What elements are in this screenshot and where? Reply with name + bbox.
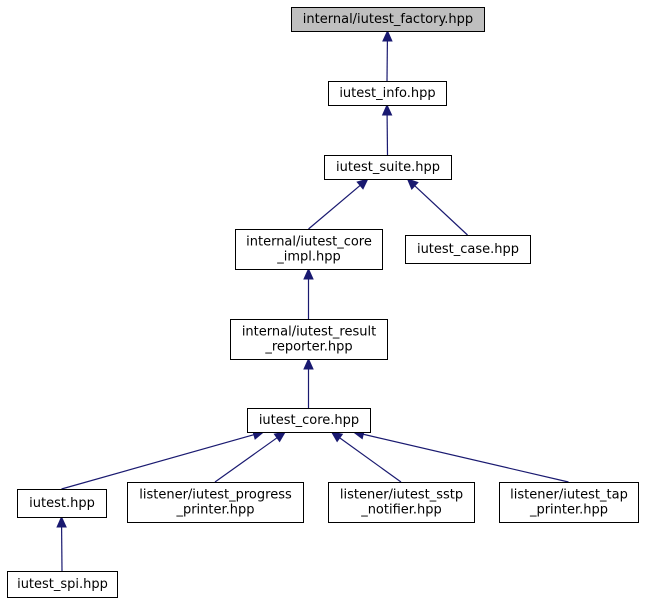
node-label: iutest_info.hpp [339, 86, 435, 101]
edge-result_reporter-to-core_impl [303, 267, 314, 319]
arrow-head-icon [406, 178, 419, 191]
edge-suite-to-info [381, 103, 393, 156]
node-label: listener/iutest_sstp [340, 488, 463, 503]
arrow-head-icon [356, 178, 369, 190]
node-box [127, 482, 304, 523]
edge-progress_printer-to-core [214, 431, 287, 483]
node-result-reporter[interactable]: internal/iutest_result_reporter.hpp [230, 319, 388, 360]
node-progress-printer[interactable]: listener/iutest_progress_printer.hpp [127, 482, 304, 523]
node-label: iutest_core.hpp [259, 413, 359, 428]
edge-core_impl-to-suite [308, 178, 369, 230]
node-box [328, 482, 475, 523]
edge-line [339, 437, 402, 483]
edge-line [308, 184, 361, 230]
node-sstp-notifier[interactable]: listener/iutest_sstp_notifier.hpp [328, 482, 475, 523]
edge-spi-to-iutest [56, 515, 67, 572]
node-label: iutest_case.hpp [417, 242, 519, 257]
node-box [328, 81, 447, 106]
node-label: iutest.hpp [29, 496, 95, 511]
node-box [291, 7, 485, 32]
node-spi[interactable]: iutest_spi.hpp [7, 571, 118, 598]
edge-case-to-suite [406, 178, 468, 236]
edge-iutest-to-core [61, 429, 265, 490]
node-box [230, 319, 388, 360]
arrow-head-icon [56, 515, 67, 528]
edge-line [61, 434, 255, 490]
node-tap-printer[interactable]: listener/iutest_tap_printer.hpp [499, 482, 639, 523]
node-iutest[interactable]: iutest.hpp [17, 489, 107, 518]
arrow-head-icon [303, 357, 314, 370]
node-label: _printer.hpp [175, 503, 254, 518]
node-box [499, 482, 639, 523]
arrow-head-icon [303, 267, 314, 280]
node-suite[interactable]: iutest_suite.hpp [324, 155, 452, 180]
edge-line [214, 437, 278, 483]
edge-core-to-result_reporter [303, 357, 314, 408]
edge-line [414, 185, 468, 236]
node-box [235, 229, 383, 270]
node-info[interactable]: iutest_info.hpp [328, 81, 447, 106]
node-factory: internal/iutest_factory.hpp [291, 7, 485, 32]
edge-line [363, 433, 569, 483]
node-label: _impl.hpp [276, 250, 341, 265]
node-core-impl[interactable]: internal/iutest_core_impl.hpp [235, 229, 383, 270]
node-box [7, 571, 118, 598]
node-box [324, 155, 452, 180]
node-label: internal/iutest_result [242, 325, 376, 340]
nodes-layer: internal/iutest_factory.hpp iutest_info.h… [7, 7, 639, 598]
arrow-head-icon [330, 431, 344, 443]
edge-info-to-factory [382, 29, 393, 82]
node-label: _printer.hpp [529, 503, 608, 518]
node-label: listener/iutest_progress [139, 488, 292, 503]
edge-tap_printer-to-core [352, 429, 569, 483]
node-label: iutest_suite.hpp [336, 160, 440, 175]
node-box [405, 235, 531, 264]
node-box [17, 489, 107, 518]
node-box [247, 408, 371, 433]
node-label: internal/iutest_factory.hpp [303, 12, 473, 27]
node-label: listener/iutest_tap [510, 488, 628, 503]
arrow-head-icon [273, 431, 287, 443]
node-core[interactable]: iutest_core.hpp [247, 408, 371, 433]
edge-sstp_notifier-to-core [330, 431, 402, 483]
arrow-head-icon [381, 103, 393, 116]
arrow-head-icon [382, 29, 393, 42]
node-label: iutest_spi.hpp [17, 577, 108, 592]
node-label: _reporter.hpp [264, 340, 352, 355]
node-label: _notifier.hpp [360, 503, 442, 518]
node-case[interactable]: iutest_case.hpp [405, 235, 531, 264]
node-label: internal/iutest_core [246, 235, 372, 250]
